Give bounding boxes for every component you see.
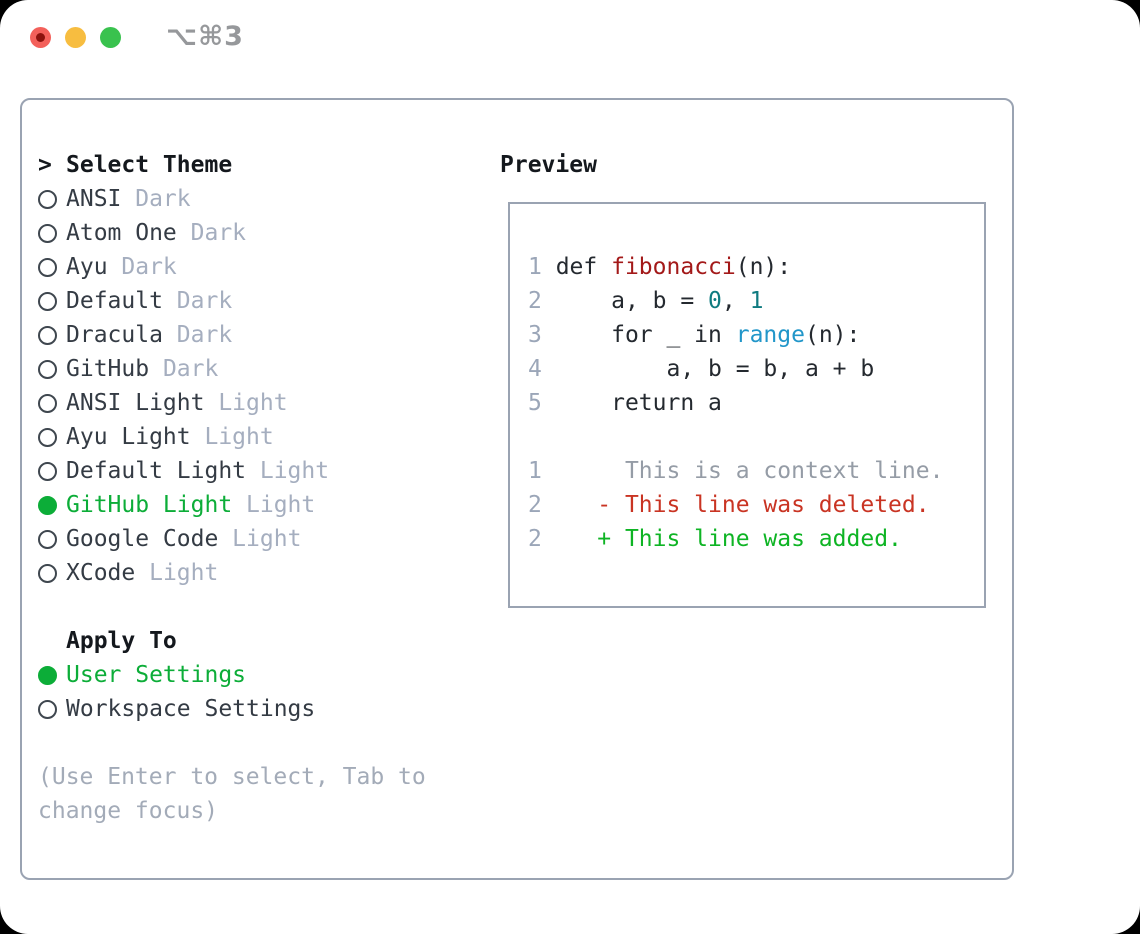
theme-option-label: Dracula [66,322,163,348]
theme-variant-badge: Light [135,560,219,586]
radio-icon [38,427,66,447]
theme-option-github-light[interactable]: GitHub Light Light [38,488,426,522]
radio-icon [38,393,66,413]
apply-to-title: Apply To [66,628,177,654]
theme-variant-badge: Dark [107,254,177,280]
code-line: 4 a, b = b, a + b [528,356,875,382]
radio-icon [38,257,66,277]
theme-option-atom-one[interactable]: Atom One Dark [38,216,426,250]
theme-option-label: XCode [66,560,136,586]
close-button[interactable] [30,27,51,48]
code-line: 1 def fibonacci(n): [528,254,792,280]
radio-icon [38,223,66,243]
code-line: 3 for _ in range(n): [528,322,861,348]
theme-variant-badge: Light [218,526,302,552]
code-line: 2 - This line was deleted. [528,492,930,518]
theme-option-ayu[interactable]: Ayu Dark [38,250,426,284]
radio-selected-icon [38,665,66,685]
hint-line-1: (Use Enter to select, Tab to [38,764,426,790]
theme-option-label: Ayu [66,254,108,280]
theme-option-github[interactable]: GitHub Dark [38,352,426,386]
minimize-button[interactable] [65,27,86,48]
apply-to-header: Apply To [38,624,426,658]
theme-option-label: ANSI [66,186,122,212]
radio-icon [38,359,66,379]
preview-code: 1 def fibonacci(n): 2 a, b = 0, 1 3 for _ … [528,250,984,556]
theme-option-google-code[interactable]: Google Code Light [38,522,426,556]
theme-option-default-light[interactable]: Default Light Light [38,454,426,488]
code-line: 2 + This line was added. [528,526,902,552]
theme-option-ayu-light[interactable]: Ayu Light Light [38,420,426,454]
theme-variant-badge: Light [190,424,274,450]
theme-option-label: Atom One [66,220,177,246]
select-theme-header: > Select Theme [38,148,426,182]
code-line: 1 This is a context line. [528,458,944,484]
theme-option-label: Default [66,288,163,314]
theme-option-label: Google Code [66,526,219,552]
theme-variant-badge: Light [232,492,316,518]
theme-variant-badge: Dark [162,288,233,314]
theme-option-xcode[interactable]: XCode Light [38,556,426,590]
radio-icon [38,189,66,209]
apply-option-label: Workspace Settings [66,696,316,722]
theme-variant-badge: Dark [162,322,233,348]
theme-variant-badge: Light [204,390,288,416]
radio-selected-icon [38,495,66,515]
theme-option-label: ANSI Light [66,390,205,416]
zoom-button[interactable] [100,27,121,48]
apply-option-user-settings[interactable]: User Settings [38,658,426,692]
preview-code-box: 1 def fibonacci(n): 2 a, b = 0, 1 3 for _ … [508,202,986,608]
spacer-row [38,590,426,624]
theme-option-default[interactable]: Default Dark [38,284,426,318]
theme-option-label: Ayu Light [66,424,191,450]
theme-variant-badge: Dark [121,186,191,212]
radio-icon [38,291,66,311]
apply-option-label: User Settings [66,662,247,688]
theme-variant-badge: Light [246,458,330,484]
selection-cursor-icon: > [38,152,52,178]
preview-title: Preview [500,152,597,178]
radio-icon [38,461,66,481]
apply-option-workspace-settings[interactable]: Workspace Settings [38,692,426,726]
window-title-shortcut: ⌥⌘3 [166,21,244,52]
theme-option-ansi-light[interactable]: ANSI Light Light [38,386,426,420]
select-theme-title: Select Theme [66,152,233,178]
theme-option-label: GitHub [66,356,150,382]
radio-icon [38,699,66,719]
hint-line-2: change focus) [38,798,219,824]
theme-option-dracula[interactable]: Dracula Dark [38,318,426,352]
spacer-row [38,726,426,760]
code-line: 5 return a [528,390,722,416]
theme-variant-badge: Dark [149,356,219,382]
theme-option-label: GitHub Light [66,492,233,518]
radio-icon [38,563,66,583]
radio-icon [38,325,66,345]
code-line [528,420,984,454]
theme-option-ansi[interactable]: ANSI Dark [38,182,426,216]
title-bar: ⌥⌘3 [0,0,1140,75]
radio-icon [38,529,66,549]
theme-variant-badge: Dark [176,220,247,246]
code-line: 2 a, b = 0, 1 [528,288,764,314]
theme-option-label: Default Light [66,458,247,484]
